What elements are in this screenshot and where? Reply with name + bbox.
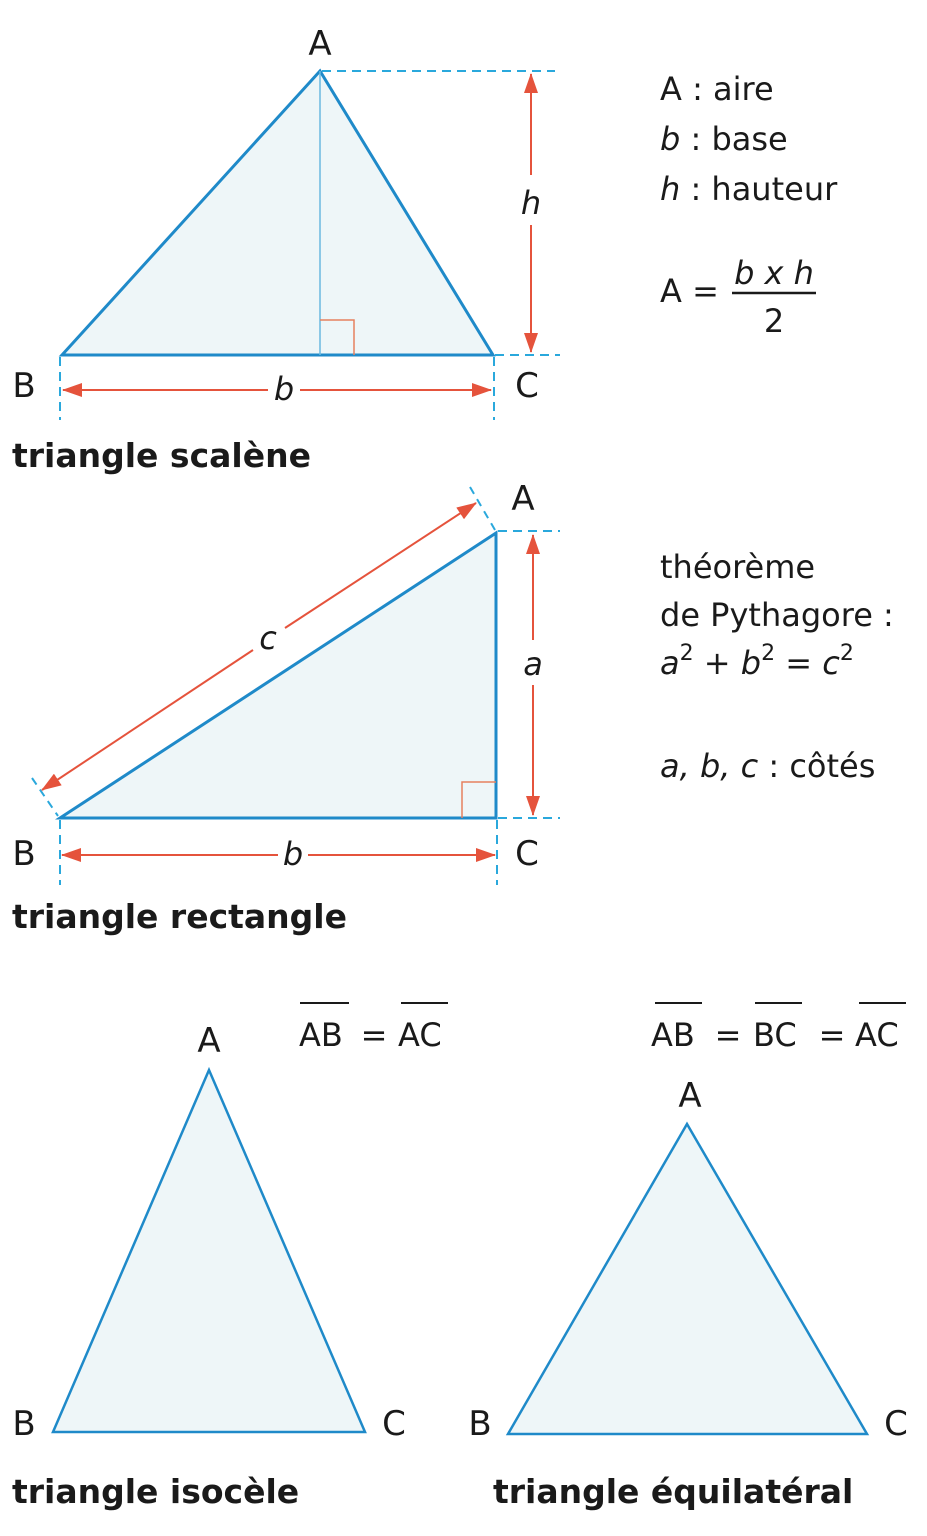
legend-height-line: h : hauteur — [660, 170, 838, 208]
formula-lhs: A = — [660, 272, 719, 310]
guide-a-tick-dashed — [469, 486, 496, 531]
segment-ac: AC — [855, 1016, 899, 1054]
hypotenuse-arrow — [284, 502, 477, 629]
equals-sign: = — [361, 1016, 388, 1054]
hypotenuse-arrow — [41, 649, 254, 791]
base-label: b — [274, 370, 294, 408]
equals-sign-2: = — [819, 1016, 846, 1054]
isosceles-caption: triangle isocèle — [12, 1472, 299, 1511]
scalene-triangle-figure: h b A B C triangle scalène — [12, 24, 560, 475]
vertex-b-label: B — [468, 1404, 491, 1444]
scalene-triangle-shape — [58, 68, 496, 357]
theorem-line1: théorème — [660, 548, 815, 586]
theorem-line2: de Pythagore : — [660, 596, 894, 634]
isosceles-triangle-figure: A B C triangle isocèle — [12, 1021, 406, 1511]
vertex-a-label: A — [197, 1021, 220, 1061]
vertex-a-label: A — [678, 1076, 701, 1116]
isosceles-triangle-shape — [51, 1066, 367, 1434]
side-a-label: a — [523, 645, 543, 683]
equilateral-caption: triangle équilatéral — [493, 1472, 853, 1511]
equilateral-triangle-figure: A B C triangle équilatéral — [468, 1076, 908, 1511]
vertex-c-label: C — [884, 1404, 908, 1444]
equilateral-relation: AB = BC = AC — [651, 1002, 906, 1054]
formula-numerator: b x h — [734, 254, 814, 292]
legend-area-line: A : aire — [660, 70, 774, 108]
segment-ab: AB — [651, 1016, 695, 1054]
area-legend: A : aire b : base h : hauteur — [660, 70, 838, 208]
right-triangle-figure: c a b A B C triangle rectangle — [12, 479, 560, 936]
right-angle-marker — [320, 319, 355, 355]
vertex-b-label: B — [12, 366, 35, 406]
hypotenuse-label: c — [259, 619, 277, 657]
sides-note: a, b, c : côtés — [660, 747, 875, 785]
segment-bc: BC — [753, 1016, 797, 1054]
right-triangle-shape — [54, 530, 498, 820]
vertex-b-label: B — [12, 1404, 35, 1444]
vertex-a-label: A — [308, 24, 331, 64]
isosceles-relation: AB = AC — [299, 1002, 448, 1054]
area-formula: A = b x h 2 — [660, 254, 816, 340]
vertex-c-label: C — [382, 1404, 406, 1444]
vertex-a-label: A — [511, 479, 534, 519]
right-caption: triangle rectangle — [12, 897, 347, 936]
formula-denominator: 2 — [764, 302, 784, 340]
pythagoras-equation: a2 + b2 = c2 — [660, 641, 854, 682]
scalene-caption: triangle scalène — [12, 436, 311, 475]
segment-ab: AB — [299, 1016, 343, 1054]
equilateral-triangle-shape — [505, 1121, 870, 1436]
equals-sign-1: = — [715, 1016, 742, 1054]
legend-base-line: b : base — [660, 120, 788, 158]
vertex-b-label: B — [12, 834, 35, 874]
segment-ac: AC — [398, 1016, 442, 1054]
base-label: b — [283, 835, 303, 873]
guide-b-tick-dashed — [31, 777, 59, 817]
height-label: h — [521, 184, 541, 222]
right-angle-marker — [461, 781, 496, 818]
pythagoras-note: théorème de Pythagore : a2 + b2 = c2 a, … — [660, 548, 894, 785]
vertex-c-label: C — [515, 834, 539, 874]
vertex-c-label: C — [515, 366, 539, 406]
